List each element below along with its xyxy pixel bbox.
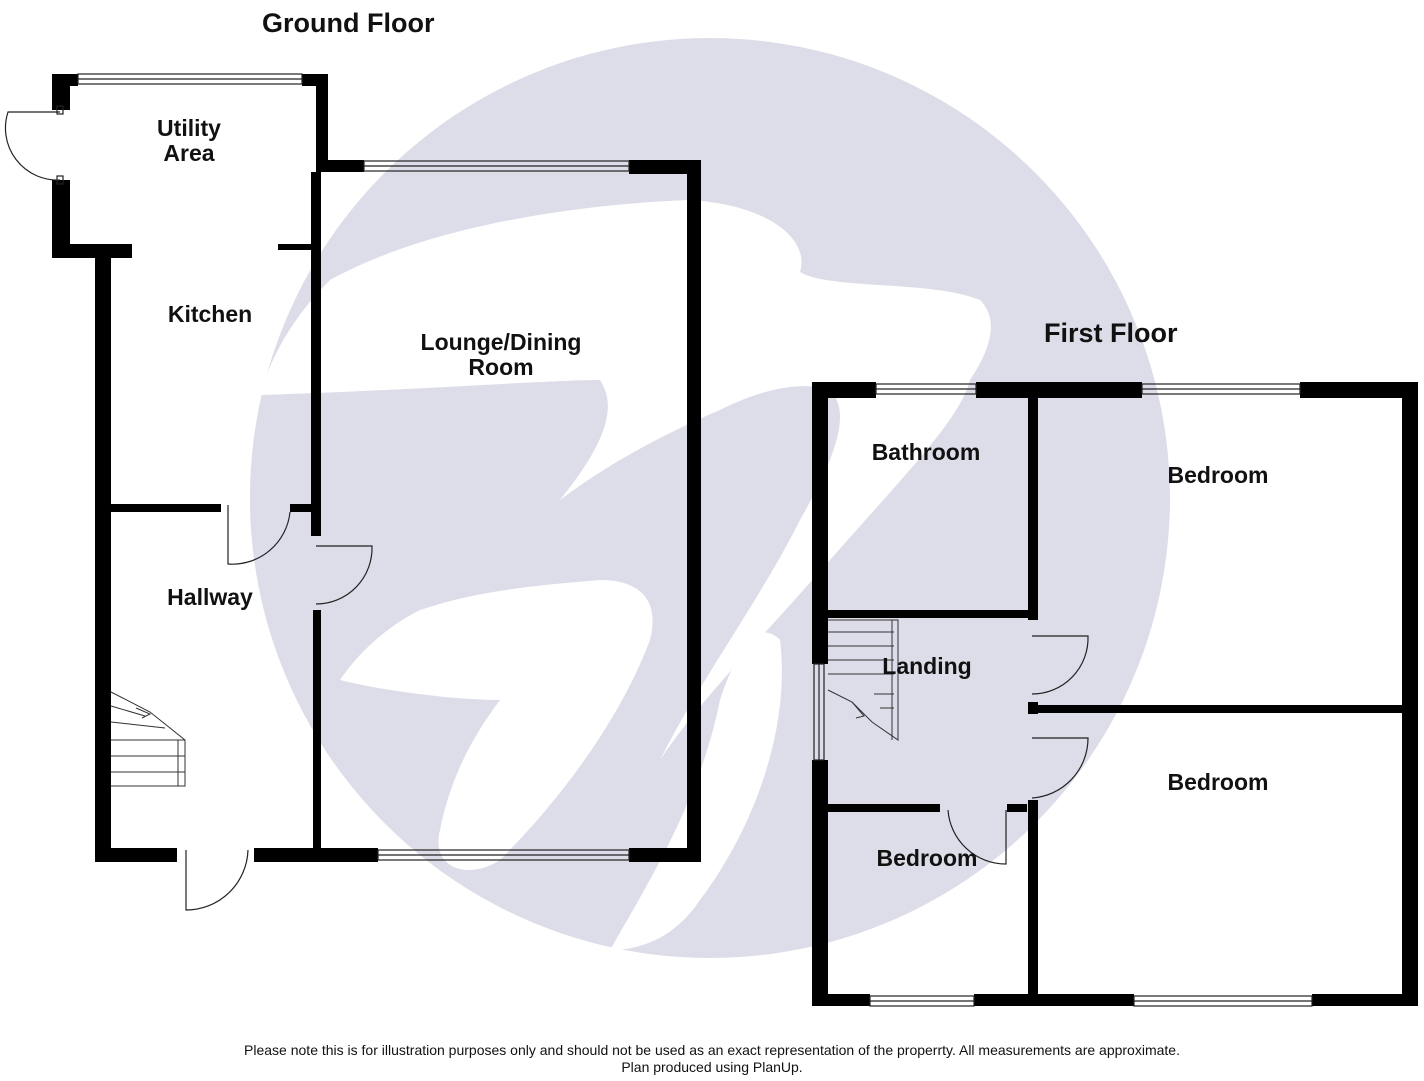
room-label-bathroom: Bathroom (871, 439, 981, 465)
credit-text: Plan produced using PlanUp. (621, 1059, 803, 1075)
first-floor-title: First Floor (1044, 318, 1178, 348)
room-label-utility-area: Utility Area (157, 116, 221, 166)
first-floor-windows (813, 383, 1313, 1007)
room-label-lounge-dining: Lounge/Dining Room (421, 330, 582, 380)
disclaimer-text: Please note this is for illustration pur… (244, 1042, 1180, 1058)
ground-floor-stairs (110, 691, 186, 787)
first-floor-walls (812, 382, 1418, 1006)
room-label-line: Lounge/Dining (420, 329, 582, 355)
room-label-hallway: Hallway (167, 584, 253, 610)
room-label-line: Room (468, 354, 534, 380)
ground-floor-walls (52, 74, 701, 862)
ground-floor-windows (77, 73, 630, 861)
room-label-line: Utility (157, 115, 221, 141)
room-label-line: Area (163, 140, 215, 166)
first-floor-doors (947, 635, 1089, 865)
room-label-bedroom-top-right: Bedroom (1167, 462, 1269, 488)
room-label-bedroom-bottom-right: Bedroom (1167, 769, 1269, 795)
room-label-kitchen: Kitchen (167, 301, 253, 327)
first-floor-stairs (827, 619, 899, 741)
room-label-bedroom-small: Bedroom (876, 845, 978, 871)
ground-floor-title: Ground Floor (262, 8, 435, 38)
room-label-landing: Landing (882, 653, 972, 679)
ground-floor-doors (4, 105, 373, 911)
